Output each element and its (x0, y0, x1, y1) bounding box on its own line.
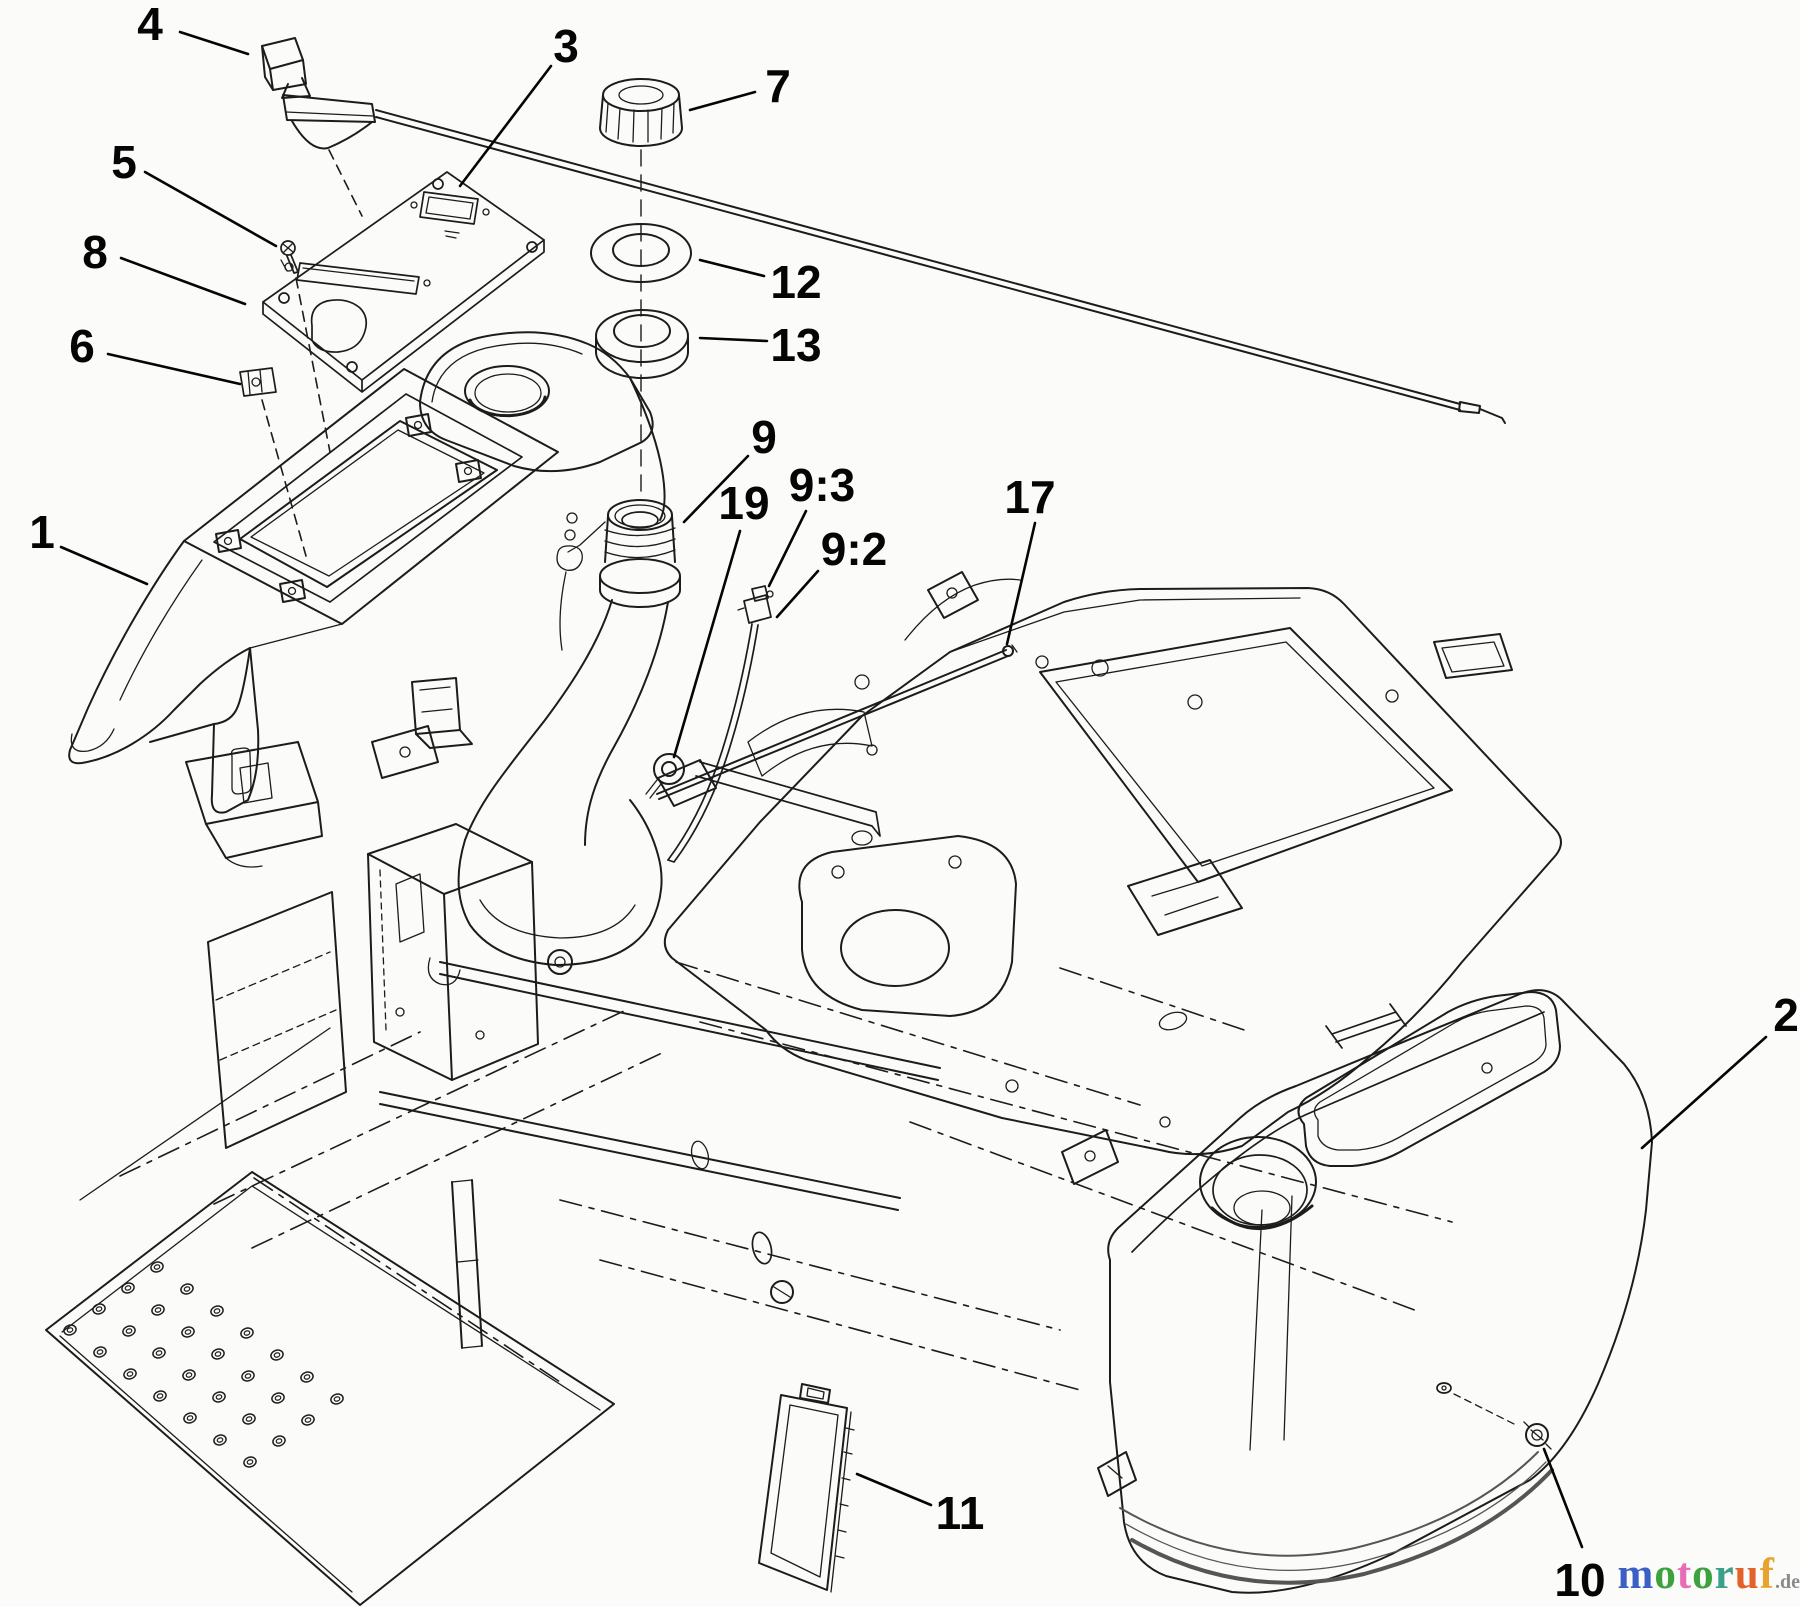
dimple (241, 1370, 255, 1382)
dimple (122, 1325, 136, 1337)
callout-leader-10 (1542, 1447, 1584, 1549)
callout-label-12: 12 (770, 256, 821, 308)
fuel-valve-art (667, 585, 774, 863)
mid-frame-art (185, 725, 1081, 1391)
logo-suffix: .de (1775, 1571, 1800, 1593)
shield-pad-art (758, 1383, 855, 1593)
right-console-art (1061, 989, 1653, 1594)
throttle-control-art (261, 37, 1506, 424)
dimple (210, 1305, 224, 1317)
dimple (270, 1349, 284, 1361)
callout-leader-6 (106, 352, 242, 386)
dimple (63, 1324, 77, 1336)
callout-leader-1 (59, 545, 149, 586)
callout-leader-8 (119, 256, 247, 306)
callout-label-9:2: 9:2 (821, 523, 887, 575)
fuel-tank-art (419, 331, 681, 966)
callout-label-9:3: 9:3 (789, 459, 855, 511)
logo-letter-4: r (1714, 1551, 1735, 1598)
callout-leader-5 (143, 170, 278, 248)
chassis-plate-art (663, 571, 1562, 1313)
logo-letter-6: f (1759, 1551, 1775, 1598)
logo-letter-3: o (1692, 1551, 1715, 1598)
logo-letter-5: u (1734, 1551, 1760, 1598)
callout-leader-2 (1640, 1035, 1768, 1150)
dimple (213, 1434, 227, 1446)
callout-label-1: 1 (29, 506, 55, 558)
dimple (183, 1412, 197, 1424)
logo-letter-1: o (1654, 1551, 1677, 1598)
ring-13-art (595, 309, 689, 379)
callout-label-5: 5 (111, 136, 137, 188)
callout-leader-11 (855, 1472, 933, 1507)
rod-17-art (656, 644, 1018, 800)
callout-leader-12 (698, 258, 766, 278)
dimple (212, 1391, 226, 1403)
screw-5-art (280, 240, 331, 453)
callout-label-11: 11 (936, 1487, 985, 1539)
callout-label-3: 3 (553, 20, 579, 72)
callout-leader-9:3 (767, 509, 808, 588)
fuel-cap-art (599, 78, 683, 147)
callout-label-2: 2 (1773, 989, 1799, 1041)
dimple (271, 1392, 285, 1404)
callout-label-6: 6 (69, 320, 95, 372)
screw-10-art (1523, 1421, 1552, 1450)
callout-layer: 4 3 7 58 6 1 12 13 9 19 9:3 9:2 17 2 11 10 (29, 0, 1799, 1606)
callout-label-17: 17 (1004, 471, 1055, 523)
dimple (123, 1368, 137, 1380)
grommet-19-art (645, 753, 685, 799)
dimple (243, 1456, 257, 1468)
dimple (242, 1413, 256, 1425)
footrest-plate-art (45, 1009, 665, 1606)
logo-letter-2: t (1676, 1551, 1693, 1598)
washer-12-art (590, 223, 692, 283)
clip-6-art (239, 367, 307, 557)
callout-label-10: 10 (1554, 1554, 1605, 1606)
motoruf-logo[interactable]: motoruf.de (1614, 1552, 1800, 1605)
callout-label-7: 7 (765, 60, 791, 112)
callout-leader-19 (672, 529, 742, 759)
callout-leader-7 (688, 90, 757, 112)
dimple (153, 1390, 167, 1402)
dimple (272, 1435, 286, 1447)
dimple (150, 1261, 164, 1273)
dimple (92, 1303, 106, 1315)
dimple (93, 1346, 107, 1358)
callout-leader-3 (458, 64, 553, 188)
dimple (182, 1369, 196, 1381)
footrest-dimples (63, 1261, 344, 1468)
dimple (152, 1347, 166, 1359)
callout-label-19: 19 (718, 477, 769, 529)
callout-label-13: 13 (770, 319, 821, 371)
dimple (301, 1414, 315, 1426)
left-console-art (68, 368, 559, 814)
callout-label-9: 9 (751, 411, 777, 463)
callout-label-8: 8 (82, 226, 108, 278)
dimple (300, 1371, 314, 1383)
dimple (330, 1393, 344, 1405)
callout-leader-9 (682, 454, 750, 524)
callout-label-4: 4 (137, 0, 163, 50)
callout-leader-4 (178, 30, 250, 56)
dimple (180, 1283, 194, 1295)
dimple (240, 1327, 254, 1339)
dimple (121, 1282, 135, 1294)
callout-leader-17 (1005, 521, 1037, 646)
dimple (151, 1304, 165, 1316)
callout-leader-13 (698, 336, 769, 343)
callout-leader-9:2 (775, 569, 820, 619)
logo-letter-0: m (1617, 1551, 1655, 1598)
dimple (211, 1348, 225, 1360)
dimple (181, 1326, 195, 1338)
control-panel-art (262, 171, 545, 393)
